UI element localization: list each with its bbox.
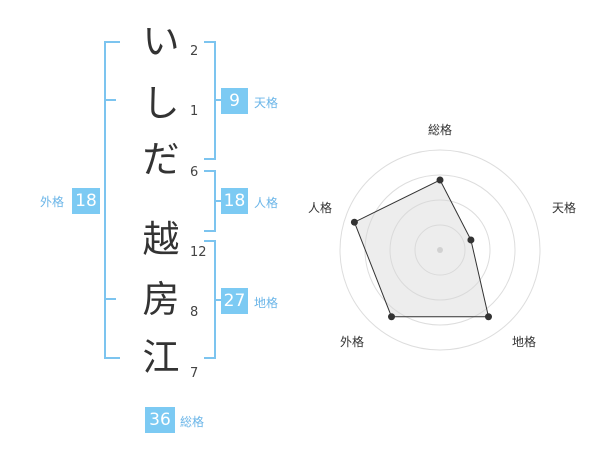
bracket-tick <box>214 99 222 101</box>
given-char-2: 房 <box>142 278 180 321</box>
surname-char-3: だ <box>142 138 180 181</box>
jinkaku-label: 人格 <box>254 196 279 210</box>
radar-point <box>484 313 492 321</box>
given-char-3: 江 <box>142 336 180 379</box>
radar-ring <box>389 199 491 301</box>
radar-ring <box>414 224 466 276</box>
stroke-count: 12 <box>190 245 207 260</box>
stroke-count: 7 <box>190 366 199 381</box>
bracket-tick <box>104 298 116 300</box>
radar-point <box>436 176 444 184</box>
radar-axis-label: 天格 <box>552 200 576 215</box>
radar-axis-label: 地格 <box>512 334 536 349</box>
tenkaku-badge: 9 <box>221 88 248 114</box>
gaikaku-bracket <box>104 41 120 359</box>
radar-point <box>350 218 358 226</box>
radar-axis-label: 総格 <box>428 122 452 137</box>
radar-point <box>388 313 396 321</box>
gaikaku-badge: 18 <box>72 188 100 214</box>
stroke-count: 6 <box>190 165 199 180</box>
chikaku-label: 地格 <box>254 296 279 310</box>
given-char-1: 越 <box>142 218 180 261</box>
surname-char-2: し <box>142 82 180 125</box>
jinkaku-badge: 18 <box>221 188 248 214</box>
radar-ring <box>339 149 541 351</box>
soukaku-badge: 36 <box>145 407 175 433</box>
bracket-tick <box>214 200 222 202</box>
gaikaku-label: 外格 <box>40 195 65 209</box>
stroke-count: 2 <box>190 44 199 59</box>
surname-char-1: い <box>142 20 180 63</box>
stroke-count: 8 <box>190 305 199 320</box>
radar-center <box>437 247 443 253</box>
radar-axis-label: 人格 <box>308 200 332 215</box>
bracket-tick <box>104 99 116 101</box>
soukaku-label: 総格 <box>180 415 205 429</box>
radar-point <box>467 236 475 244</box>
tenkaku-label: 天格 <box>254 96 279 110</box>
chikaku-badge: 27 <box>221 288 248 314</box>
bracket-tick <box>214 299 222 301</box>
stroke-count: 1 <box>190 104 199 119</box>
radar-axis-label: 外格 <box>340 334 364 349</box>
radar-area <box>353 179 490 318</box>
